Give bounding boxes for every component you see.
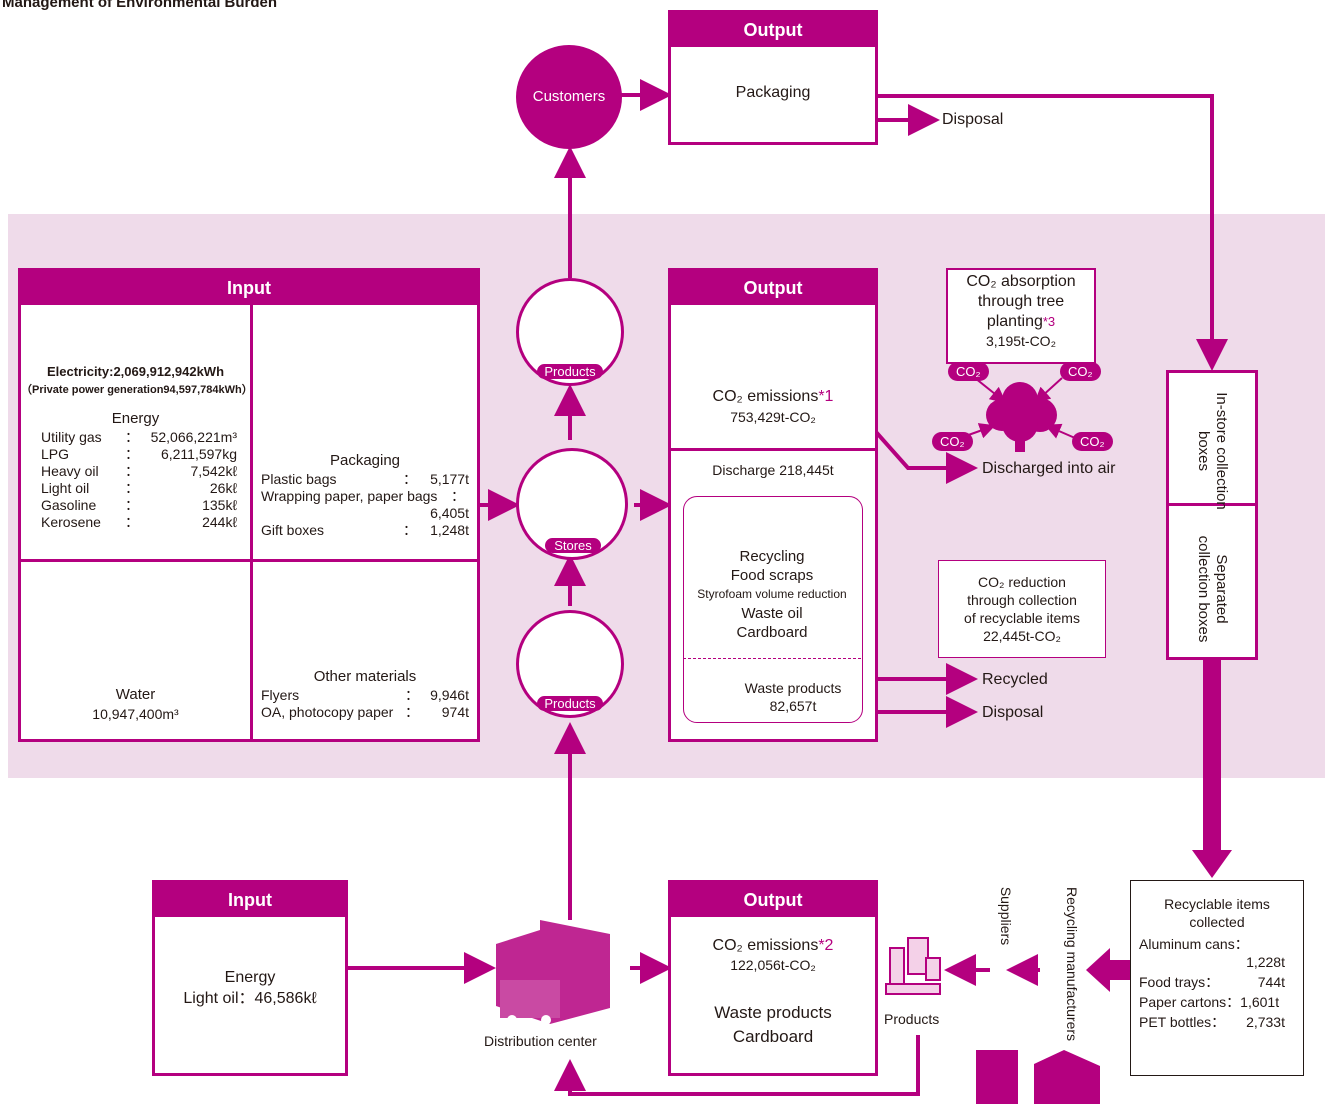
other-materials-list: Flyers：9,946t OA, photocopy paper：974t bbox=[261, 687, 469, 720]
bottom-input-box: Input Energy Light oil：46,586kℓ bbox=[152, 880, 348, 1076]
energy-row: Gasoline：135kℓ bbox=[41, 497, 237, 513]
stores-circle: Stores bbox=[516, 448, 628, 560]
co2-reduction-box: CO₂ reduction through collection of recy… bbox=[938, 560, 1106, 658]
main-input-header: Input bbox=[21, 271, 477, 305]
building-icon bbox=[976, 1050, 1100, 1104]
energy-row: LPG：6,211,597kg bbox=[41, 446, 237, 462]
stores-label: Stores bbox=[545, 538, 601, 553]
water-title: Water bbox=[115, 686, 156, 703]
recyclables-box: Recyclable items collected Aluminum cans… bbox=[1130, 880, 1304, 1076]
bottom-energy-label: Energy bbox=[224, 969, 276, 986]
bottom-co2-value: 122,056t-CO₂ bbox=[730, 957, 816, 973]
tree-icon bbox=[986, 382, 1057, 452]
mid-output-box: Output CO₂ emissions*1 753,429t-CO₂ Disc… bbox=[668, 268, 878, 742]
mid-output-header: Output bbox=[671, 271, 875, 305]
co2-emissions-label: CO₂ emissions*1 bbox=[712, 388, 834, 405]
products-bottom-label: Products bbox=[884, 1011, 940, 1027]
disposal-label: Disposal bbox=[942, 111, 1004, 128]
energy-row: Utility gas：52,066,221m³ bbox=[41, 429, 237, 445]
disposal-label-2: Disposal bbox=[982, 704, 1044, 721]
discharge-label: Discharge 218,445t bbox=[712, 462, 834, 478]
suppliers-label: Suppliers bbox=[998, 886, 1014, 946]
co2-tag: CO₂ bbox=[1060, 362, 1101, 381]
recycling-box bbox=[683, 496, 863, 723]
co2-tag: CO₂ bbox=[932, 432, 973, 451]
co2-emissions-value: 753,429t-CO₂ bbox=[730, 409, 816, 425]
bottom-output-header: Output bbox=[671, 883, 875, 917]
water-value: 10,947,400m³ bbox=[92, 706, 179, 722]
collection-boxes: In-store collection boxes Separated coll… bbox=[1166, 370, 1258, 660]
other-materials-title: Other materials bbox=[313, 668, 417, 685]
top-output-box: Output Packaging bbox=[668, 10, 878, 145]
divider bbox=[671, 448, 875, 451]
products-top-label: Products bbox=[537, 364, 603, 379]
co2-tag: CO₂ bbox=[948, 362, 989, 381]
recycling-manufacturers-label: Recycling manufacturers bbox=[1064, 886, 1080, 1042]
energy-title: Energy bbox=[111, 410, 160, 427]
bottom-output-box: Output CO₂ emissions*2 122,056t-CO₂ Wast… bbox=[668, 880, 878, 1076]
packaging-list: Plastic bags：5,177t Wrapping paper, pape… bbox=[261, 471, 469, 538]
products-top-circle: Products bbox=[516, 278, 624, 386]
distribution-center-label: Distribution center bbox=[484, 1033, 597, 1049]
energy-list: Utility gas：52,066,221m³ LPG：6,211,597kg… bbox=[41, 429, 237, 531]
top-output-header: Output bbox=[671, 13, 875, 47]
private-power: （Private power generation94,597,784kWh） bbox=[21, 384, 253, 396]
main-input-box: Input Electricity:2,069,912,942kWh （Priv… bbox=[18, 268, 480, 742]
tree-absorption-box: CO₂ absorption through tree planting*3 3… bbox=[946, 268, 1096, 364]
in-store-collection-boxes: In-store collection boxes bbox=[1195, 392, 1230, 510]
waste-products-label: Waste products bbox=[744, 680, 842, 696]
divider-vertical bbox=[250, 305, 253, 741]
divider bbox=[1169, 503, 1255, 506]
energy-row: Heavy oil：7,542kℓ bbox=[41, 463, 237, 479]
page-title: Management of Environmental Burden bbox=[2, 0, 278, 11]
customers-label: Customers bbox=[532, 88, 606, 105]
electricity: Electricity:2,069,912,942kWh bbox=[46, 364, 225, 379]
customers-circle: Customers bbox=[516, 45, 622, 149]
bottom-cardboard-label: Cardboard bbox=[732, 1027, 814, 1046]
products-mid-circle: Products bbox=[516, 610, 624, 718]
packaging-label: Packaging bbox=[735, 84, 811, 101]
bottom-co2-label: CO₂ emissions*2 bbox=[712, 937, 834, 954]
energy-row: Kerosene：244kℓ bbox=[41, 514, 237, 530]
recycling-list: Recycling Food scraps Styrofoam volume r… bbox=[697, 548, 847, 641]
products-mid-label: Products bbox=[537, 696, 603, 711]
co2-tag: CO₂ bbox=[1072, 432, 1113, 451]
packaging-title: Packaging bbox=[329, 452, 401, 469]
waste-products-value: 82,657t bbox=[769, 698, 817, 714]
divider-horizontal bbox=[21, 559, 477, 562]
bottom-waste-label: Waste products bbox=[714, 1003, 832, 1022]
distribution-center-icon bbox=[496, 920, 610, 1025]
dashed-divider bbox=[683, 658, 861, 659]
energy-row: Light oil：26kℓ bbox=[41, 480, 237, 496]
bottom-light-oil: Light oil：46,586kℓ bbox=[183, 990, 317, 1007]
products-icon bbox=[885, 937, 941, 995]
bottom-input-header: Input bbox=[155, 883, 345, 917]
recycled-label: Recycled bbox=[982, 671, 1048, 688]
discharged-into-air: Discharged into air bbox=[982, 460, 1116, 477]
separated-collection-boxes: Separated collection boxes bbox=[1195, 535, 1230, 643]
